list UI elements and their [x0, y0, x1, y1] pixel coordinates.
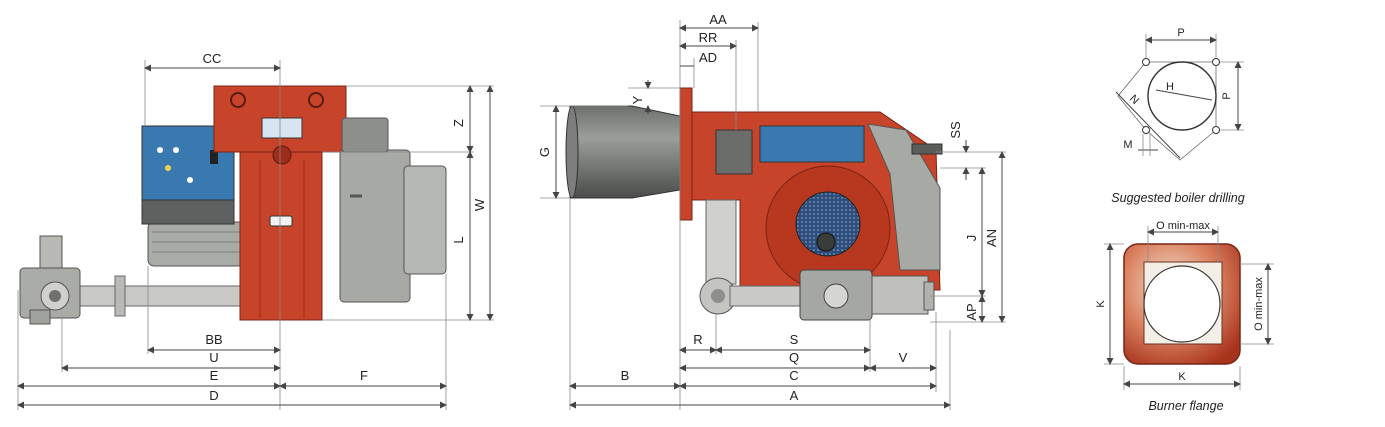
front-air-box	[867, 123, 941, 271]
gas-riser	[705, 199, 737, 285]
front-dimensions: AA RR AD Y G SS J AN AP	[537, 12, 1006, 410]
dim-label-q: Q	[789, 350, 799, 365]
dim-label-u: U	[209, 350, 218, 365]
gas-pipe	[79, 285, 241, 307]
dim-label-d: D	[209, 388, 218, 403]
dim-label-l: L	[451, 236, 466, 243]
dim-label-aa: AA	[709, 12, 727, 27]
flange-label-k-bottom: K	[1178, 371, 1186, 383]
drilling-circle	[1147, 61, 1217, 131]
drill-label-n: N	[1127, 93, 1141, 107]
dim-label-s: S	[790, 332, 799, 347]
dim-label-v: V	[899, 350, 908, 365]
air-box	[339, 149, 411, 303]
dim-label-b: B	[621, 368, 630, 383]
gas-valve-cluster	[19, 235, 81, 325]
flange-label-o-side: O min-max	[1253, 277, 1265, 331]
drill-label-p-side: P	[1221, 92, 1233, 99]
fan-grille	[795, 191, 861, 257]
dim-label-an: AN	[984, 229, 999, 247]
dim-label-f: F	[360, 368, 368, 383]
dim-label-rr: RR	[699, 30, 718, 45]
drill-label-p-top: P	[1177, 27, 1184, 39]
dim-label-c: C	[789, 368, 798, 383]
dim-label-ap: AP	[964, 303, 979, 320]
front-view: AA RR AD Y G SS J AN AP	[537, 12, 1006, 410]
blast-tube	[569, 105, 681, 199]
flange-label-o-top: O min-max	[1156, 220, 1210, 232]
display-window	[261, 117, 303, 139]
dim-label-a: A	[790, 388, 799, 403]
dim-label-g: G	[537, 147, 552, 157]
boiler-drilling-caption: Suggested boiler drilling	[1111, 191, 1244, 205]
drill-label-h: H	[1166, 81, 1174, 93]
front-panel	[759, 125, 865, 163]
dim-label-w: W	[472, 198, 487, 211]
dim-label-ad: AD	[699, 50, 717, 65]
mounting-flange	[679, 87, 693, 221]
dim-label-ss: SS	[948, 121, 963, 139]
flange-bore	[1143, 265, 1221, 343]
dim-label-bb: BB	[205, 332, 222, 347]
dim-label-e: E	[210, 368, 219, 383]
burner-flange: O min-max O min-max K K Burner flange	[1095, 220, 1274, 413]
side-dimensions: CC Z L W BB U E F D	[17, 51, 494, 410]
pipe-flange	[114, 275, 126, 317]
air-intake	[403, 165, 447, 275]
dim-label-r: R	[693, 332, 702, 347]
dim-label-cc: CC	[203, 51, 222, 66]
burner-flange-caption: Burner flange	[1148, 399, 1223, 413]
brand-badge	[269, 215, 293, 227]
flange-label-k-side: K	[1095, 300, 1107, 308]
boiler-drilling: P P N H M Suggested boiler drilling	[1111, 27, 1244, 205]
dim-label-j: J	[964, 235, 979, 242]
motor	[147, 221, 245, 267]
side-view: CC Z L W BB U E F D	[17, 51, 494, 410]
dim-label-z: Z	[451, 119, 466, 127]
dim-label-y: Y	[630, 95, 645, 104]
drill-label-m: M	[1123, 139, 1132, 151]
